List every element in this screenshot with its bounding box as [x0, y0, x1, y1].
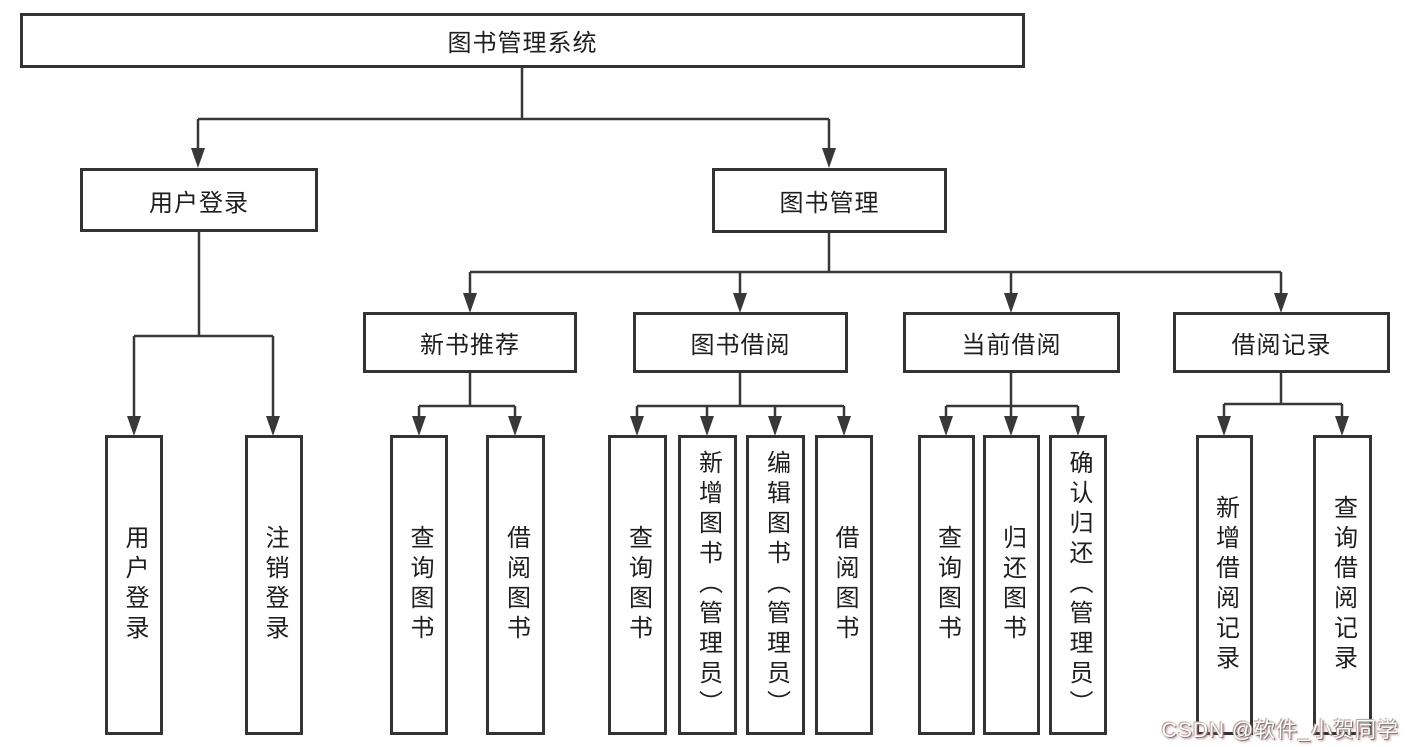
- connector-root-to-level2: [196, 68, 831, 150]
- leaf-borrow-books: 借阅图书: [815, 435, 873, 735]
- node-user-login: 用户登录: [80, 168, 318, 232]
- connector-bookborrow-to-leaves: [635, 373, 846, 418]
- node-root: 图书管理系统: [20, 13, 1025, 68]
- leaf-query-books-current: 查询图书: [918, 435, 975, 735]
- leaf-user-login: 用户登录: [105, 435, 163, 735]
- csdn-watermark: CSDN @软件_小贺同学: [1161, 719, 1399, 742]
- node-current-borrowing: 当前借阅: [903, 312, 1120, 373]
- leaf-confirm-return-admin: 确认归还（管理员）: [1049, 435, 1107, 735]
- leaf-logout: 注销登录: [245, 435, 303, 735]
- leaf-add-book-admin: 新增图书（管理员）: [678, 435, 737, 735]
- leaf-query-books-borrow: 查询图书: [608, 435, 667, 735]
- node-borrowing-records: 借阅记录: [1173, 312, 1390, 373]
- leaf-query-borrow-record: 查询借阅记录: [1313, 435, 1372, 735]
- connector-userlogin-to-leaves: [132, 232, 275, 418]
- connector-bookmgmt-to-level3: [468, 233, 1283, 295]
- connector-currentborrow-to-leaves: [944, 373, 1080, 418]
- leaf-borrow-books-recommend: 借阅图书: [486, 435, 545, 735]
- node-book-management: 图书管理: [712, 168, 947, 233]
- node-book-borrowing: 图书借阅: [633, 312, 848, 373]
- leaf-return-book: 归还图书: [983, 435, 1040, 735]
- node-new-book-recommend: 新书推荐: [363, 312, 577, 373]
- leaf-query-books-recommend: 查询图书: [390, 435, 448, 735]
- connector-borrowrecords-to-leaves: [1222, 373, 1344, 418]
- connector-newbookrec-to-leaves: [417, 373, 517, 418]
- leaf-add-borrow-record: 新增借阅记录: [1196, 435, 1253, 735]
- leaf-edit-book-admin: 编辑图书（管理员）: [746, 435, 805, 735]
- arrowheads: [127, 148, 1349, 436]
